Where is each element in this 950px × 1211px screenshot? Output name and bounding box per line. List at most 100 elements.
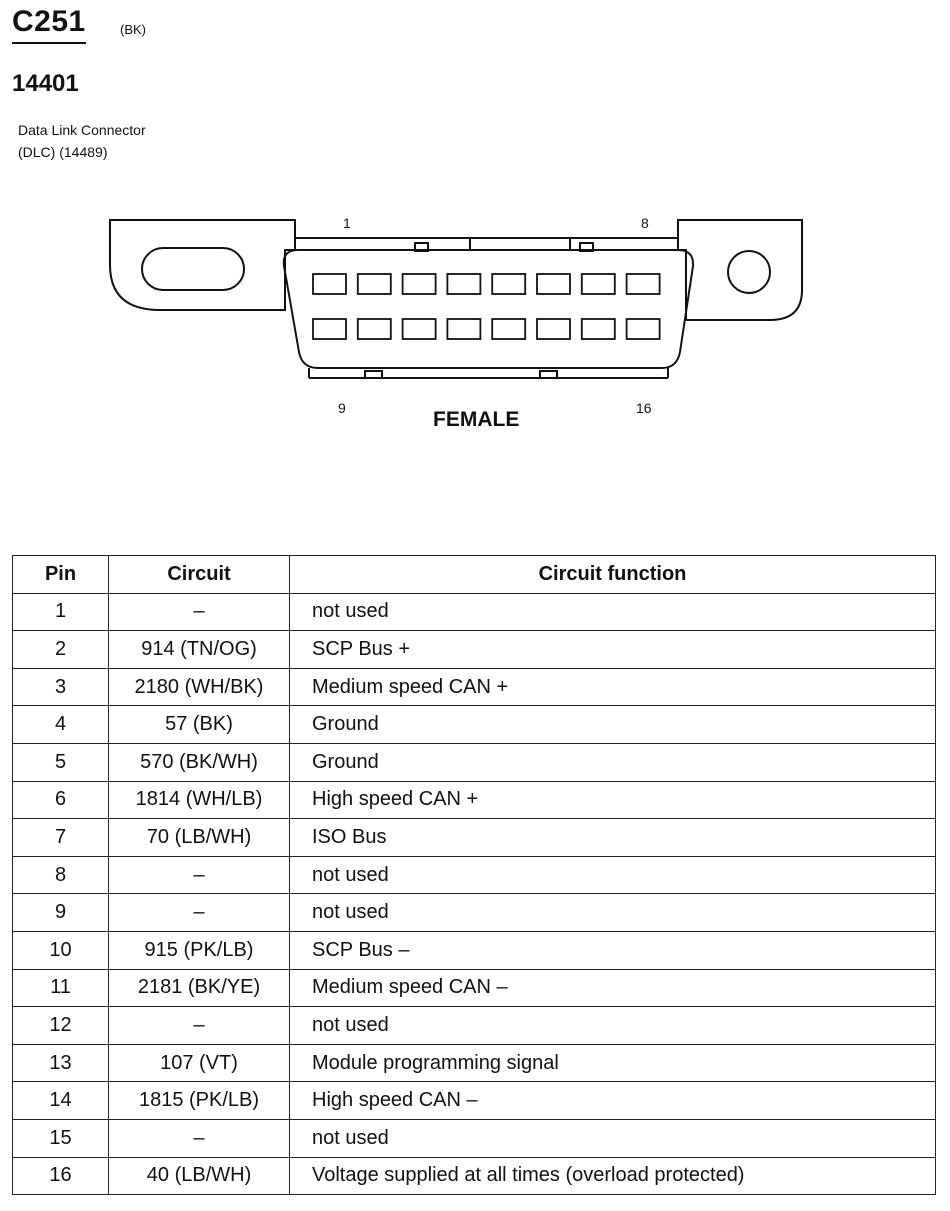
circuit-id: 2180 (WH/BK) <box>108 667 290 707</box>
terminal-cavity <box>312 318 347 340</box>
circuit-function: Medium speed CAN + <box>289 667 936 707</box>
circuit-id: 40 (LB/WH) <box>108 1156 290 1196</box>
table-row: 12–not used <box>12 1006 936 1045</box>
circuit-function: Ground <box>289 742 936 782</box>
bottom-key-left <box>364 370 383 379</box>
circuit-function: not used <box>289 855 936 895</box>
circuit-function: not used <box>289 893 936 932</box>
circuit-function: ISO Bus <box>289 818 936 857</box>
table-row: 1–not used <box>12 592 936 632</box>
terminal-cavity <box>625 318 661 340</box>
terminal-cavity <box>356 273 392 295</box>
pin-number: 11 <box>12 968 109 1008</box>
pin-label-9: 9 <box>338 400 346 416</box>
circuit-function: Voltage supplied at all times (overload … <box>289 1156 936 1196</box>
connector-gender-label: FEMALE <box>433 408 519 431</box>
pin-number: 3 <box>12 667 109 707</box>
pin-number: 13 <box>12 1043 109 1083</box>
header-circuit-function: Circuit function <box>289 555 936 594</box>
circuit-id: 107 (VT) <box>108 1043 290 1083</box>
pin-number: 10 <box>12 930 109 970</box>
header-pin: Pin <box>12 555 109 594</box>
circuit-id: – <box>108 893 290 932</box>
terminal-cavity <box>401 273 437 295</box>
connector-description: Data Link Connector <box>18 122 146 138</box>
connector-reference: (DLC) (14489) <box>18 144 108 160</box>
circuit-function: High speed CAN + <box>289 780 936 820</box>
table-header-row: Pin Circuit Circuit function <box>12 555 936 594</box>
connector-color-code: (BK) <box>120 22 146 37</box>
terminal-cavity <box>580 318 616 340</box>
bottom-key-right <box>539 370 558 379</box>
circuit-id: – <box>108 592 290 632</box>
terminal-cavity <box>536 273 571 295</box>
terminal-cavity <box>536 318 571 340</box>
table-row: 9–not used <box>12 893 936 932</box>
pin-number: 5 <box>12 742 109 782</box>
circuit-id: 70 (LB/WH) <box>108 818 290 857</box>
connector-face-diagram: 1 8 9 16 FEMALE <box>109 215 803 431</box>
connector-id: C251 <box>12 4 86 44</box>
pin-number: 2 <box>12 630 109 669</box>
terminal-cavity <box>446 273 482 295</box>
terminal-cavity <box>356 318 392 340</box>
circuit-id: 570 (BK/WH) <box>108 742 290 782</box>
circuit-function: not used <box>289 1006 936 1045</box>
circuit-id: 57 (BK) <box>108 705 290 744</box>
header-circuit: Circuit <box>108 555 290 594</box>
pin-number: 8 <box>12 855 109 895</box>
part-number: 14401 <box>12 70 79 97</box>
circuit-id: – <box>108 1006 290 1045</box>
terminal-cavity <box>625 273 661 295</box>
pin-number: 7 <box>12 818 109 857</box>
table-row: 15–not used <box>12 1118 936 1158</box>
pin-number: 12 <box>12 1006 109 1045</box>
circuit-id: 1814 (WH/LB) <box>108 780 290 820</box>
pin-number: 4 <box>12 705 109 744</box>
circuit-function: SCP Bus + <box>289 630 936 669</box>
terminal-cavity <box>312 273 347 295</box>
circuit-id: 2181 (BK/YE) <box>108 968 290 1008</box>
table-row: 8–not used <box>12 855 936 895</box>
pin-number: 16 <box>12 1156 109 1196</box>
terminal-cavity <box>446 318 482 340</box>
pin-number: 1 <box>12 592 109 632</box>
pin-number: 15 <box>12 1118 109 1158</box>
connector-body <box>282 249 695 369</box>
circuit-function: SCP Bus – <box>289 930 936 970</box>
circuit-function: Medium speed CAN – <box>289 968 936 1008</box>
pin-number: 9 <box>12 893 109 932</box>
circuit-function: not used <box>289 1118 936 1158</box>
circuit-function: Module programming signal <box>289 1043 936 1083</box>
circuit-id: – <box>108 855 290 895</box>
pin-label-16: 16 <box>636 400 652 416</box>
circuit-function: not used <box>289 592 936 632</box>
pin-label-1: 1 <box>343 215 351 231</box>
terminal-cavity <box>580 273 616 295</box>
right-mounting-hole <box>727 250 771 294</box>
left-mounting-slot <box>141 247 245 291</box>
left-mounting-flange <box>109 219 296 311</box>
terminal-cavities <box>312 273 661 340</box>
circuit-function: Ground <box>289 705 936 744</box>
circuit-id: 914 (TN/OG) <box>108 630 290 669</box>
pin-number: 6 <box>12 780 109 820</box>
circuit-id: – <box>108 1118 290 1158</box>
pin-number: 14 <box>12 1081 109 1120</box>
terminal-cavity <box>491 318 527 340</box>
circuit-id: 915 (PK/LB) <box>108 930 290 970</box>
circuit-function: High speed CAN – <box>289 1081 936 1120</box>
right-mounting-flange <box>677 219 803 321</box>
